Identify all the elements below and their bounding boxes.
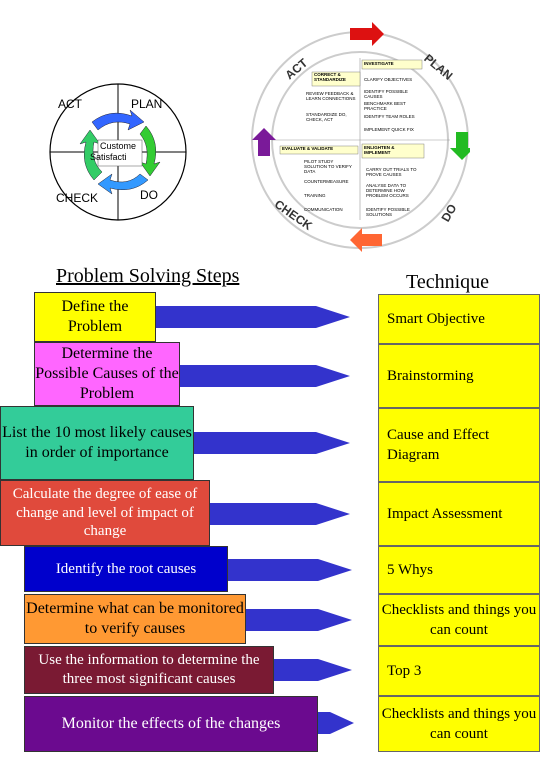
technique-box-4: Impact Assessment: [378, 482, 540, 546]
act-item-2: STANDARDIZE DO, CHECK, ACT: [306, 112, 347, 122]
technique-box-6: Checklists and things you can count: [378, 594, 540, 646]
step-box-5: Identify the root causes: [24, 546, 228, 592]
check-item-4: COMMUNICATION: [304, 207, 343, 212]
step-box-3: List the 10 most likely causes in order …: [0, 406, 194, 480]
step-arrow-3: [194, 432, 350, 454]
technique-box-2: Brainstorming: [378, 344, 540, 408]
step-arrow-8: [318, 712, 354, 734]
plan-section-title: INVESTIGATE: [364, 61, 394, 66]
step-arrow-1: [156, 306, 350, 328]
act-section-title: CORRECT & STANDARDIZE: [314, 72, 346, 82]
plan-item-2: IDENTIFY POSSIBLE CAUSES: [364, 89, 408, 99]
technique-box-5: 5 Whys: [378, 546, 540, 594]
step-arrow-6: [246, 609, 352, 631]
pdca-check-label: CHECK: [56, 191, 99, 205]
plan-item-5: IMPLEMENT QUICK FIX: [364, 127, 414, 132]
step-box-6: Determine what can be monitored to verif…: [24, 594, 246, 644]
pdca-center-label-line2: Satisfacti: [90, 152, 127, 162]
technique-box-1: Smart Objective: [378, 294, 540, 344]
technique-box-7: Top 3: [378, 646, 540, 696]
step-box-4: Calculate the degree of ease of change a…: [0, 480, 210, 546]
technique-box-3: Cause and Effect Diagram: [378, 408, 540, 482]
step-arrow-2: [180, 365, 350, 387]
step-box-8: Monitor the effects of the changes: [24, 696, 318, 752]
plan-item-4: IDENTIFY TEAM ROLES: [364, 114, 415, 119]
step-arrow-5: [228, 559, 352, 581]
technique-box-8: Checklists and things you can count: [378, 696, 540, 752]
check-item-1: PILOT STUDY SOLUTION TO VERIFY DATA: [304, 159, 352, 174]
do-section-title: ENLIGHTEN & IMPLEMENT: [364, 145, 395, 155]
pdca-ring-graphic: [251, 22, 474, 252]
act-item-1: REVIEW FEEDBACK & LEARN CONNECTIONS: [306, 91, 356, 101]
technique-heading: Technique: [406, 271, 490, 293]
check-item-2: COUNTERMEASURE: [304, 179, 349, 184]
pdca-act-label: ACT: [58, 97, 82, 111]
pdca-detail-diagram: ACT PLAN CHECK DO CORRECT & STANDARDIZE …: [250, 20, 474, 260]
steps-heading: Problem Solving Steps: [56, 265, 240, 287]
step-box-1: Define the Problem: [34, 292, 156, 342]
pdca-do-label: DO: [140, 188, 158, 202]
do-item-3: IDENTIFY POSSIBLE SOLUTIONS: [366, 207, 410, 217]
do-item-1: CARRY OUT TRIALS TO PROVE CAUSES: [366, 167, 417, 177]
step-arrow-7: [274, 659, 352, 681]
step-box-7: Use the information to determine the thr…: [24, 646, 274, 694]
pdca-plan-label: PLAN: [131, 97, 163, 111]
step-arrow-4: [210, 503, 350, 525]
step-box-2: Determine the Possible Causes of the Pro…: [34, 342, 180, 406]
check-section-title: EVALUATE & VALIDATE: [282, 146, 334, 151]
pdca-cycle-left: ACT PLAN CHECK DO Custome Satisfacti: [40, 80, 200, 225]
pdca-center-label-line1: Custome: [100, 141, 137, 151]
pdca-wheel-graphic: [49, 83, 187, 221]
plan-item-1: CLARIFY OBJECTIVES: [364, 77, 413, 82]
do-item-2: ANALYSE DATA TO DETERMINE HOW PROBLEM OC…: [366, 183, 409, 198]
plan-item-3: BENCHMARK BEST PRACTICE: [364, 101, 406, 111]
check-item-3: TRAINING: [304, 193, 326, 198]
